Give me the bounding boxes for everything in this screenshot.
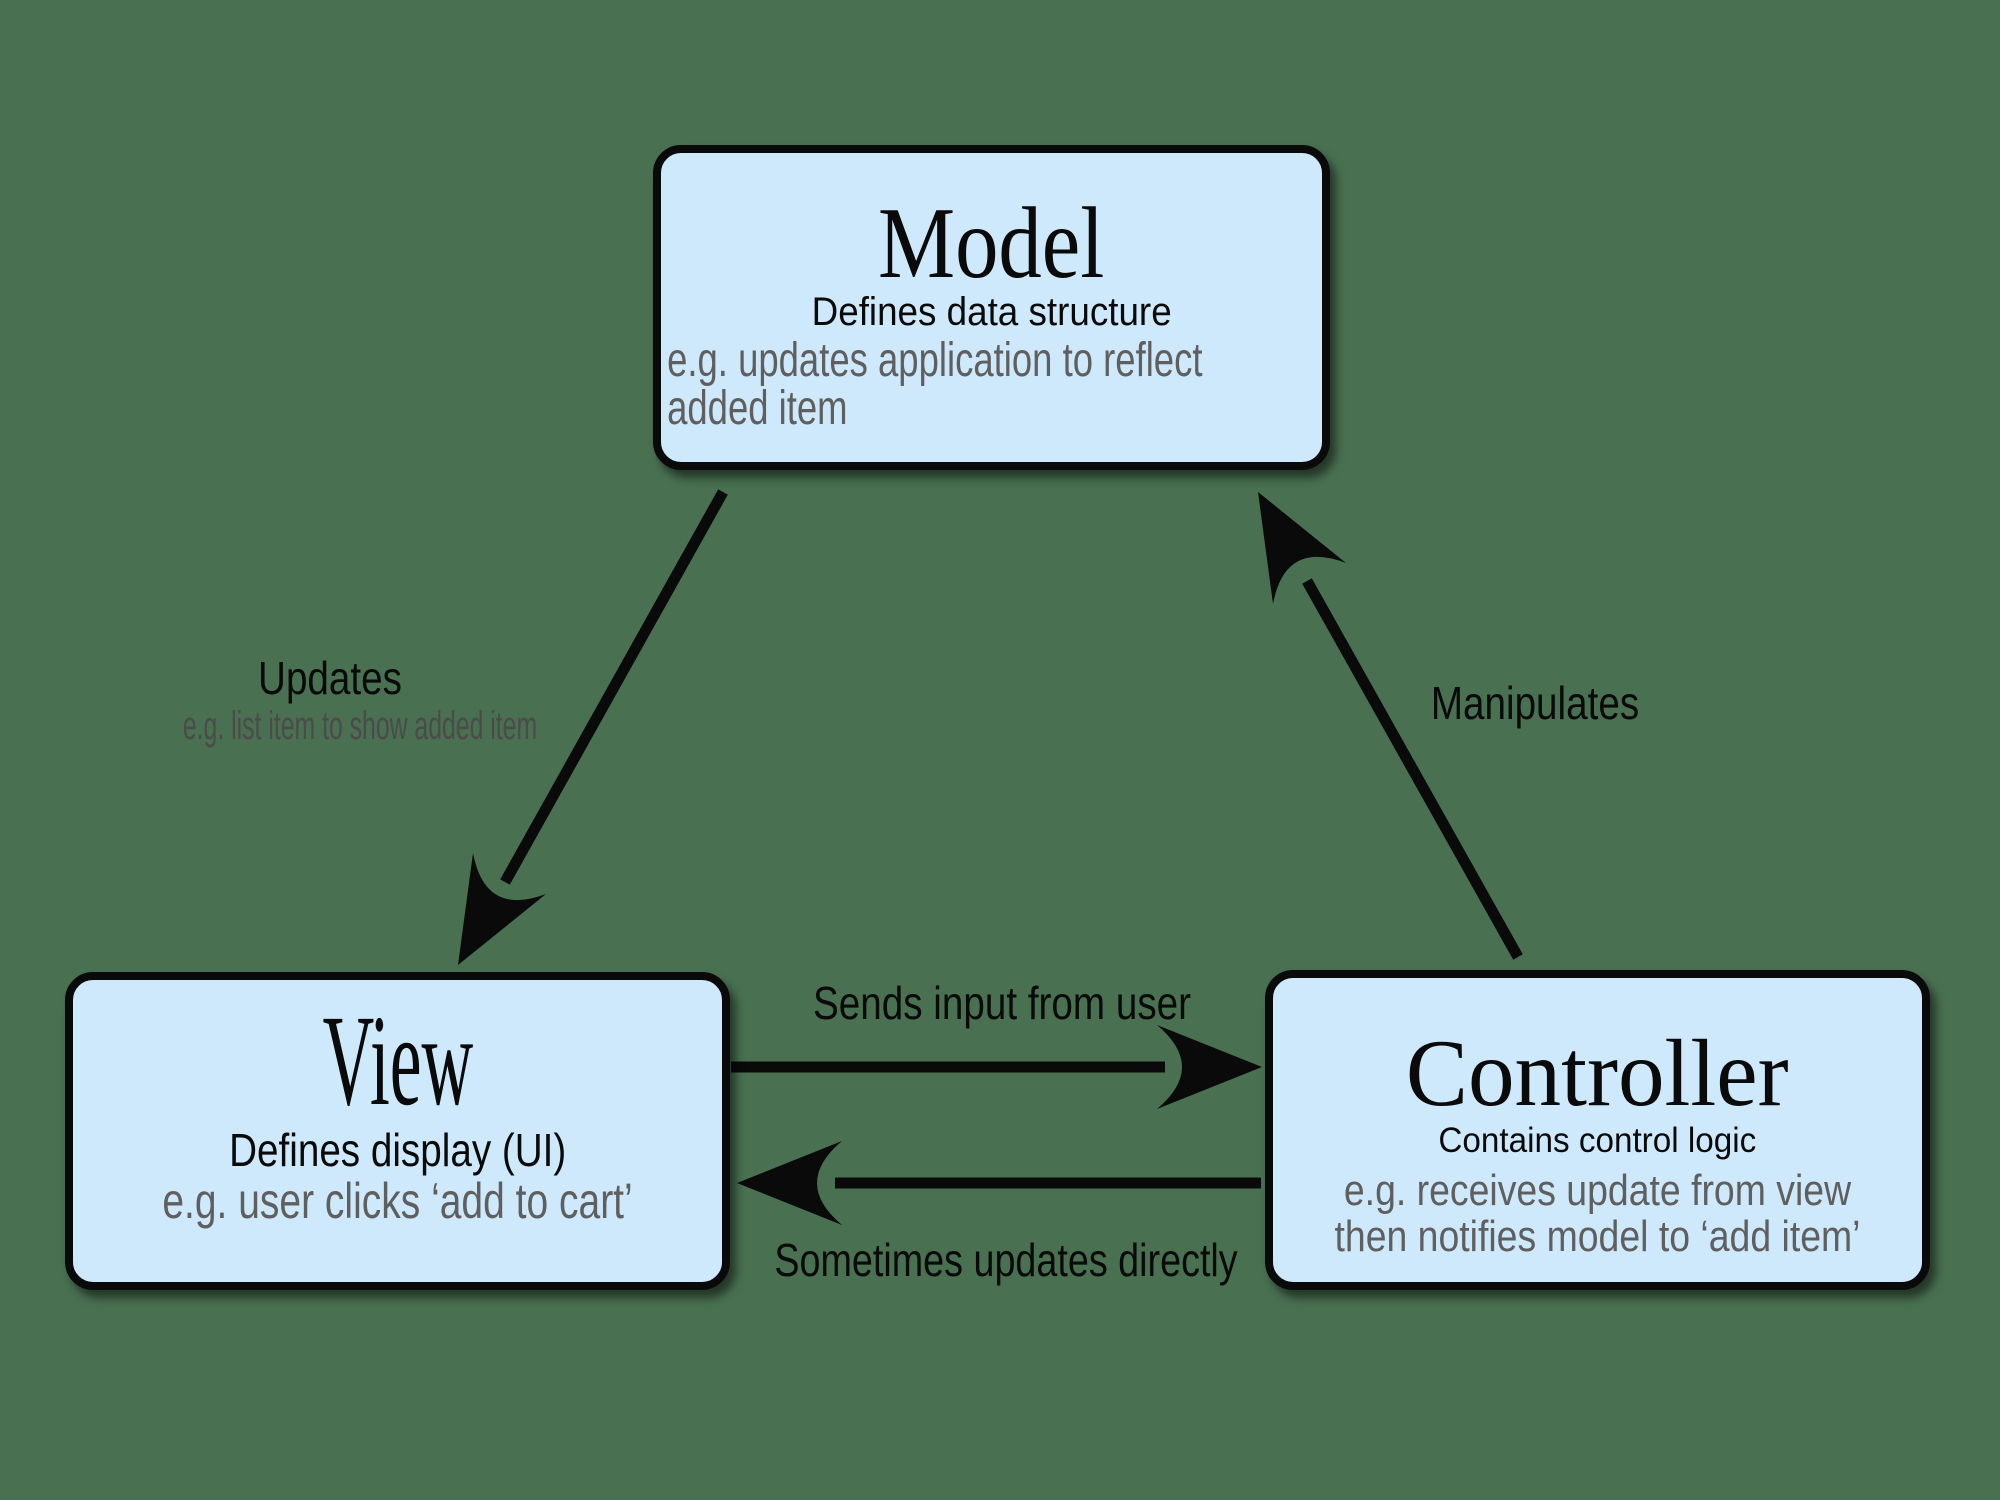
node-controller-example-line1: e.g. receives update from view (1343, 1165, 1852, 1215)
arrow-controller-to-view (737, 1141, 1261, 1225)
node-view-example: e.g. user clicks ‘add to cart’ (144, 1176, 650, 1226)
node-model-subtitle: Defines data structure (811, 290, 1172, 334)
node-controller-example-line2: then notifies model to ‘add item’ (1334, 1212, 1861, 1262)
arrow-controller-to-model-shaft (1302, 578, 1523, 960)
arrow-model-to-view (458, 489, 728, 965)
node-controller-example: e.g. receives update from view then noti… (1322, 1165, 1874, 1262)
arrow-view-to-controller-arrowhead-icon (1157, 1025, 1262, 1109)
node-view-title: View (322, 989, 473, 1133)
node-controller-subtitle: Contains control logic (1438, 1121, 1757, 1160)
edge-label-manipulates: Manipulates (1430, 677, 1640, 729)
arrow-model-to-view-shaft (500, 489, 728, 885)
node-view-subtitle: Defines display (UI) (228, 1124, 567, 1176)
arrow-controller-to-view-arrowhead-icon (737, 1141, 842, 1225)
edge-label-sends-input: Sends input from user (812, 977, 1192, 1029)
arrow-view-to-controller (731, 1025, 1262, 1109)
node-model-title: Model (878, 187, 1105, 300)
node-controller-title: Controller (1406, 1020, 1789, 1126)
arrow-controller-to-model-arrowhead-icon (1258, 492, 1346, 604)
node-model-example-line2: added item (667, 382, 848, 435)
arrow-controller-to-model (1258, 492, 1523, 960)
node-model-example: e.g. updates application to reflect adde… (661, 334, 1203, 435)
edge-sublabel-updates: e.g. list item to show added item (182, 704, 538, 748)
arrow-model-to-view-arrowhead-icon (458, 853, 546, 965)
edge-label-sometimes-updates: Sometimes updates directly (774, 1234, 1238, 1286)
node-view: View Defines display (UI) e.g. user clic… (65, 972, 730, 1290)
edge-label-updates: Updates (258, 652, 402, 704)
node-model: Model Defines data structure e.g. update… (653, 145, 1330, 470)
node-controller: Controller Contains control logic e.g. r… (1265, 970, 1930, 1290)
node-model-example-line1: e.g. updates application to reflect (667, 334, 1203, 387)
node-view-example-line1: e.g. user clicks ‘add to cart’ (162, 1173, 633, 1230)
